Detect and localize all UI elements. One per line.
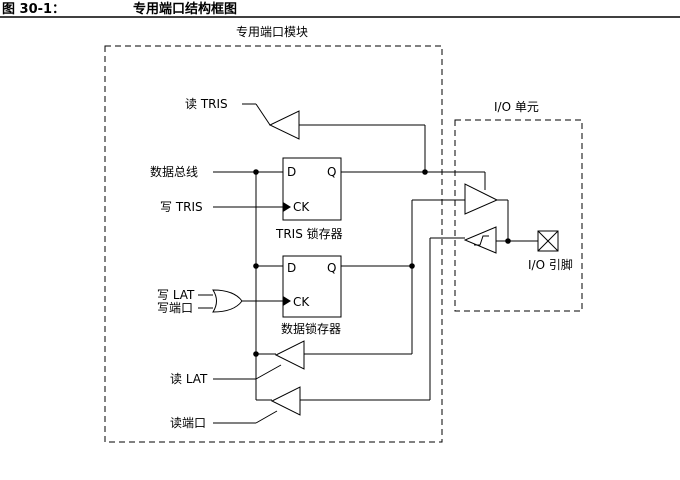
read-port-buffer [270,386,301,416]
wiring [198,103,538,424]
label-write-lat: 写 LAT [157,288,195,302]
data-latch-clock-icon [283,296,291,306]
io-cell-title: I/O 单元 [494,100,539,114]
data-latch-name: 数据锁存器 [281,321,341,336]
input-schmitt-buffer [463,226,497,254]
io-pin-pad-icon [537,230,559,252]
tris-latch-clock-icon [283,202,291,212]
schmitt-trigger-icon [474,235,489,246]
tris-latch-box [282,157,342,221]
read-lat-buffer [274,340,305,370]
io-cell-boundary [454,119,583,312]
label-read-lat: 读 LAT [170,372,208,386]
read-tris-buffer [268,110,300,140]
tris-latch-d: D [287,165,296,179]
figure-title: 专用端口结构框图 [133,1,237,17]
figure-number: 图 30-1： [2,2,65,17]
tris-latch-q: Q [327,165,336,179]
or-gate [212,289,243,313]
label-write-port: 写端口 [157,301,193,315]
data-latch-d: D [287,261,296,275]
data-latch-ck: CK [293,295,310,309]
io-pin-label: I/O 引脚 [528,257,573,272]
tris-latch: D Q CK TRIS 锁存器 [275,157,343,241]
output-driver-buffer [464,183,499,215]
junction-dots [253,169,511,357]
port-module-boundary [104,45,443,443]
label-read-port: 读端口 [170,416,206,430]
label-write-tris: 写 TRIS [160,200,203,214]
port-module-title: 专用端口模块 [236,24,308,39]
data-latch: D Q CK 数据锁存器 [281,255,342,336]
data-latch-q: Q [327,261,336,275]
label-read-tris: 读 TRIS [185,97,228,111]
tris-latch-name: TRIS 锁存器 [275,226,343,241]
data-latch-box [282,255,342,318]
label-data-bus: 数据总线 [150,164,198,179]
tris-latch-ck: CK [293,200,310,214]
